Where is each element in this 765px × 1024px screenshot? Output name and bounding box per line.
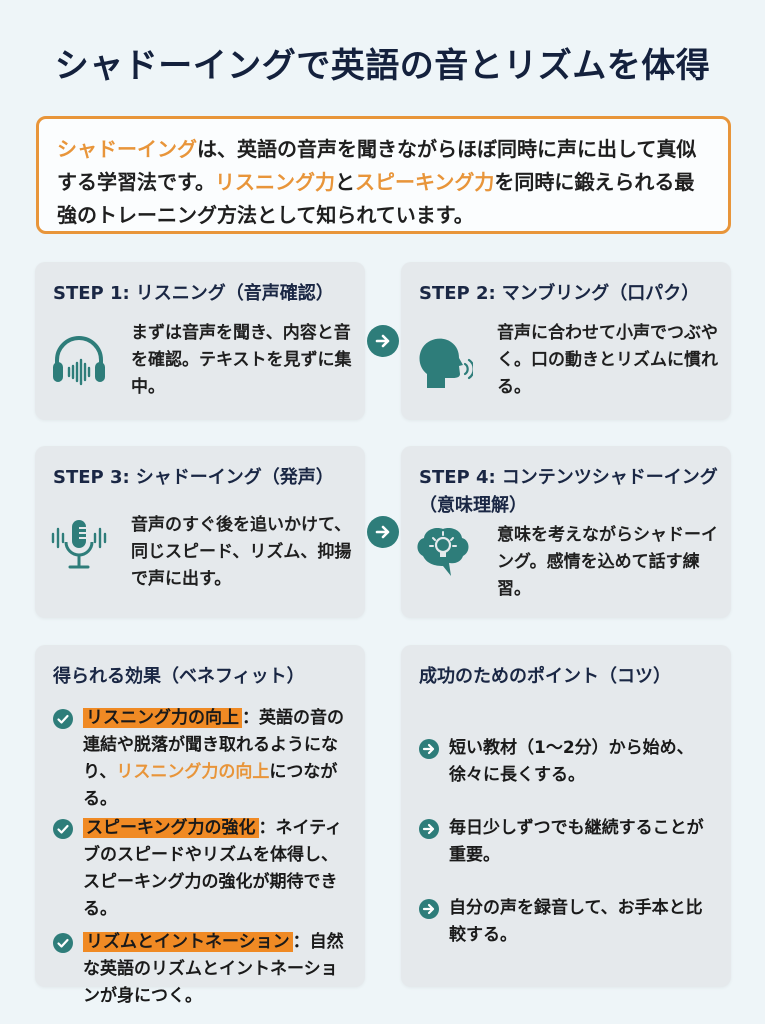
step-1-card: STEP 1:リスニング（音声確認） まずは音声を聞き、内容と音を確認。テキスト…: [35, 262, 365, 420]
benefits-title: 得られる効果（ベネフィット）: [53, 666, 305, 687]
benefit-item: リズムとイントネーション：自然な英語のリズムとイントネーションが身につく。: [53, 929, 353, 1010]
step-4-body: 意味を考えながらシャドーイング。感情を込めて話す練習。: [497, 525, 718, 599]
step-2-body: 音声に合わせて小声でつぶやく。口の動きとリズムに慣れる。: [497, 323, 718, 397]
tip-text: 自分の声を録音して、お手本と比較する。: [449, 898, 703, 945]
step-3-title: STEP 3:シャドーイング（発声）: [53, 464, 353, 492]
step-1-heading: リスニング（音声確認）: [135, 283, 334, 304]
step-4-label: STEP 4:: [419, 467, 496, 488]
step-1-body: まずは音声を聞き、内容と音を確認。テキストを見ずに集中。: [131, 323, 352, 397]
step-4-heading: コンテンツシャドーイング（意味理解）: [419, 467, 718, 516]
intro-box: シャドーイングは、英語の音声を聞きながらほぼ同時に声に出して真似する学習法です。…: [36, 116, 731, 234]
intro-term: シャドーイング: [57, 137, 197, 161]
intro-text-2: を同時に鍛えられる最強のトレーニング方法として知られています。: [57, 170, 695, 227]
benefits-card: 得られる効果（ベネフィット） リスニング力の向上：英語の音の連結や脱落が聞き取れ…: [35, 645, 365, 1006]
microphone-icon: [51, 520, 107, 569]
step-3-card: STEP 3:シャドーイング（発声） 音声のすぐ後を追いかけて、同じスピード、リ…: [35, 446, 365, 618]
check-icon: [53, 819, 73, 839]
benefit-text: ：英語の音の連結や脱落が聞き取れるようになり、: [83, 708, 344, 782]
step-2-title: STEP 2:マンブリング（口パク）: [419, 280, 719, 308]
step-3-label: STEP 3:: [53, 467, 130, 488]
headphones-icon: [53, 336, 105, 386]
step-4-card: STEP 4:コンテンツシャドーイング（意味理解） 意味を考えながらシャドーイン…: [401, 446, 731, 618]
intro-text-1: は、英語の音声を聞きながらほぼ同時に声に出して真似する学習法です。: [57, 137, 697, 194]
arrow-right-icon: [419, 739, 439, 759]
page-title: シャドーイングで英語の音とリズムを体得: [54, 46, 711, 86]
benefits-list: リスニング力の向上：英語の音の連結や脱落が聞き取れるようになり、リスニング力の向…: [53, 705, 353, 1010]
arrow-right-icon: [419, 899, 439, 919]
arrow-right-icon: [367, 325, 399, 357]
step-1-title: STEP 1:リスニング（音声確認）: [53, 280, 353, 308]
benefit-text: ：ネイティブのスピードやリズムを体得し、スピーキング力の強化が期待できる。: [83, 818, 343, 919]
benefit-highlight: リスニング力の向上: [116, 762, 270, 782]
intro-listening: リスニング力: [215, 170, 335, 194]
tip-text: 短い教材（1〜2分）から始め、徐々に長くする。: [449, 738, 694, 785]
step-3-body: 音声のすぐ後を追いかけて、同じスピード、リズム、抑揚で声に出す。: [131, 515, 352, 589]
step-2-label: STEP 2:: [419, 283, 496, 304]
check-icon: [53, 933, 73, 953]
step-3-heading: シャドーイング（発声）: [135, 467, 334, 488]
benefit-tag: スピーキング力の強化: [83, 818, 259, 838]
tip-text: 毎日少しずつでも継続することが重要。: [449, 818, 704, 865]
tips-title: 成功のためのポイント（コツ）: [419, 666, 671, 687]
tips-card: 成功のためのポイント（コツ） 短い教材（1〜2分）から始め、徐々に長くする。 毎…: [401, 645, 731, 987]
arrow-right-icon: [367, 516, 399, 548]
benefit-item: スピーキング力の強化：ネイティブのスピードやリズムを体得し、スピーキング力の強化…: [53, 815, 353, 923]
check-icon: [53, 709, 73, 729]
benefit-tag: リスニング力の向上: [83, 708, 242, 728]
step-2-heading: マンブリング（口パク）: [501, 283, 700, 304]
benefit-text-end: につながる。: [83, 762, 338, 809]
brain-lightbulb-icon: [417, 528, 469, 576]
intro-and: と: [335, 170, 355, 194]
benefit-tag: リズムとイントネーション: [83, 932, 293, 952]
tip-item: 短い教材（1〜2分）から始め、徐々に長くする。: [419, 735, 719, 789]
step-4-title: STEP 4:コンテンツシャドーイング（意味理解）: [419, 464, 719, 520]
tip-item: 自分の声を録音して、お手本と比較する。: [419, 895, 719, 949]
tips-list: 短い教材（1〜2分）から始め、徐々に長くする。 毎日少しずつでも継続することが重…: [419, 735, 719, 949]
arrow-right-icon: [419, 819, 439, 839]
speaking-head-icon: [419, 338, 473, 388]
tip-item: 毎日少しずつでも継続することが重要。: [419, 815, 719, 869]
benefit-item: リスニング力の向上：英語の音の連結や脱落が聞き取れるようになり、リスニング力の向…: [53, 705, 353, 813]
step-2-card: STEP 2:マンブリング（口パク） 音声に合わせて小声でつぶやく。口の動きとリ…: [401, 262, 731, 420]
benefit-text: ：自然な英語のリズムとイントネーションが身につく。: [83, 932, 344, 1006]
intro-speaking: スピーキング力: [355, 170, 495, 194]
step-1-label: STEP 1:: [53, 283, 130, 304]
